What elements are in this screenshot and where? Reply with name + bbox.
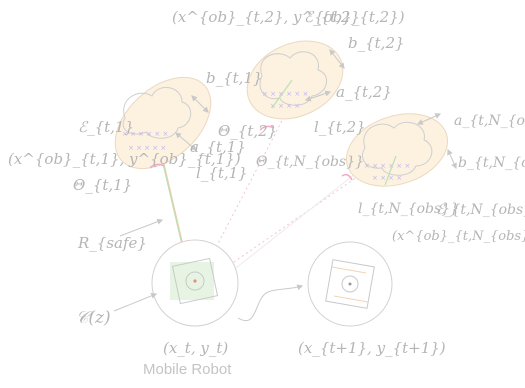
cost-arrow	[113, 293, 158, 312]
obstacle-nobs-b-label: b_{t,N_{obs}}	[458, 155, 525, 171]
robot-body-next	[325, 259, 375, 309]
robot-pose-next-label: (x_{t+1}, y_{t+1})	[298, 339, 446, 357]
obstacle-2-a-label: a_{t,2}	[336, 83, 392, 101]
safe-radius-arrow	[119, 218, 164, 237]
normal-line-2	[271, 79, 293, 109]
obstacle-1-position-label: (x^{ob}_{t,1}, y^{ob}_{t,1})	[8, 150, 241, 168]
angle-arc-nobs	[341, 173, 353, 181]
obstacle-shape-nobs	[361, 121, 433, 176]
axis-a-2-arrow	[304, 90, 332, 102]
obstacle-nobs-a-label: a_{t,N_{obs}}	[454, 113, 525, 129]
obstacle-2-l-label: l_{t,2}	[314, 118, 366, 136]
obstacle-1: × × × × × × × × × × ×	[114, 76, 212, 170]
ellipse-obstacle-nobs	[345, 113, 449, 187]
robot-body-current	[171, 257, 219, 305]
cost-function-label: 𝒞(z)	[76, 308, 111, 328]
obstacle-2: × × × × × × × × × ×	[246, 40, 345, 131]
obstacle-nobs-l-label: l_{t,N_{obs}}	[358, 201, 459, 217]
dotted-line-nobs	[204, 167, 371, 283]
boundary-points-2b: × × × ×	[270, 102, 300, 110]
robot-pose-current-label: (x_t, y_t)	[163, 339, 228, 357]
robot-next	[307, 241, 393, 327]
boundary-points-2: × × × × × ×	[262, 90, 308, 98]
obstacle-2-b-label: b_{t,2}	[348, 34, 405, 52]
obstacle-shape-2	[259, 51, 327, 106]
axis-a-1-arrow	[175, 132, 197, 151]
boundary-points-nobs: × × × × × ×	[364, 162, 410, 170]
robot-wheel-circle-current	[185, 271, 205, 291]
obstacle-1-ellipse-label: ℰ_{t,1}	[78, 118, 134, 136]
obstacle-1-theta-label: Θ_{t,1}	[73, 176, 132, 194]
robot-current	[151, 239, 239, 327]
obstacle-2-position-label: (x^{ob}_{t,2}, y^{ob}_{t,2})	[172, 8, 405, 26]
robot-side-stripe-1	[331, 266, 367, 274]
obstacle-2-ellipse-label: ℰ_{t,2}	[304, 8, 360, 26]
normal-line-nobs	[384, 155, 397, 186]
obstacle-nobs-theta-label: Θ_{t,N_{obs}}	[256, 154, 364, 170]
axis-b-nobs-arrow	[447, 148, 457, 170]
robot-side-stripe-2	[333, 295, 369, 303]
motion-arrow	[237, 284, 304, 321]
obstacle-shape-1	[122, 87, 192, 139]
robot-wheel-circle-next	[341, 275, 359, 293]
obstacle-nobs-position-label: (x^{ob}_{t,N_{obs}}, y^{ob}_{t,N_{obs}})	[392, 229, 525, 244]
robot-caption: Mobile Robot	[143, 361, 232, 378]
angle-arc-2	[259, 125, 275, 131]
axis-b-1-arrow	[191, 95, 209, 113]
boundary-points-1: × × × × × ×	[122, 130, 168, 138]
obstacle-nobs-ellipse-label: ℰ_{t,N_{obs}}	[436, 202, 525, 218]
obstacle-1-b-label: b_{t,1}	[206, 69, 263, 87]
boundary-points-1b: × × × × ×	[128, 144, 166, 152]
robot-green-patch	[170, 262, 214, 300]
robot-center-dot-current	[193, 279, 197, 283]
axis-b-2-arrow	[329, 49, 345, 69]
axis-a-nobs-arrow	[416, 113, 442, 125]
robot-to-obstacle-nobs-line	[235, 169, 361, 269]
robot-center-dot-next	[348, 282, 352, 286]
safe-radius-label: R_{safe}	[77, 234, 147, 252]
obstacle-1-l-label: l_{t,1}	[196, 164, 248, 182]
obstacle-2-theta-label: Θ_{t,2}	[218, 122, 277, 140]
obstacle-nobs: × × × × × × × × × ×	[341, 113, 457, 187]
angle-arc-1	[149, 163, 165, 169]
obstacle-1-a-label: a_{t,1}	[190, 138, 246, 156]
